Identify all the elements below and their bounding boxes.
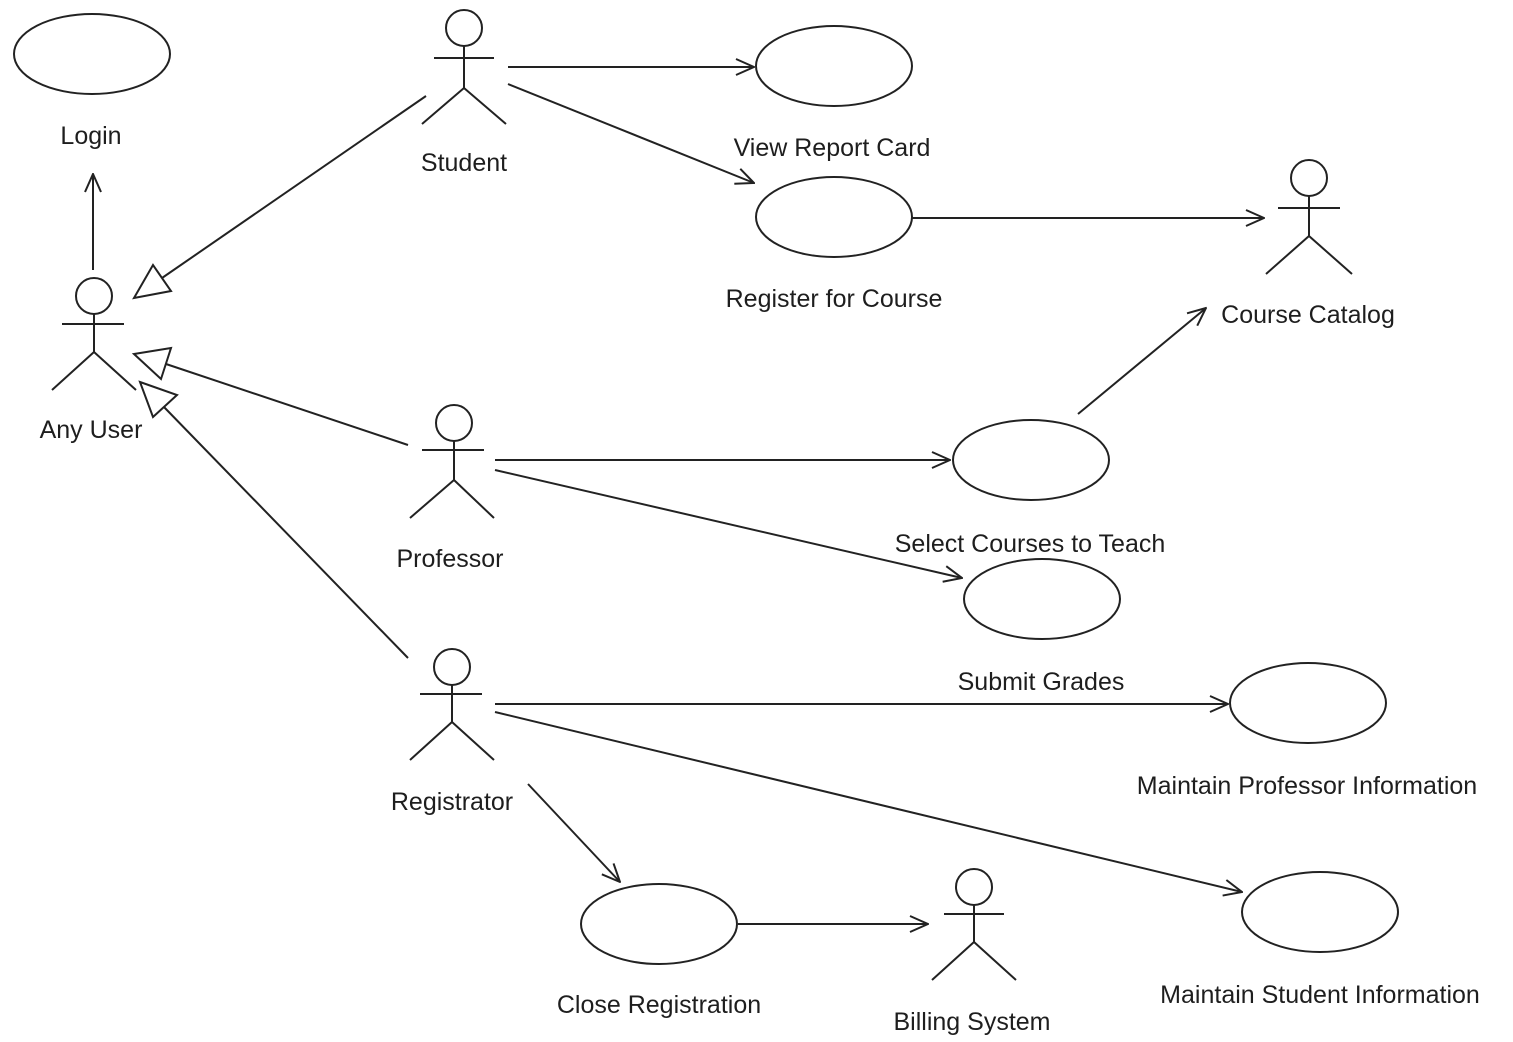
actor-label-course-catalog: Course Catalog: [1221, 301, 1395, 329]
actor-professor-figure[interactable]: [409, 404, 495, 519]
use-case-label-select-courses-to-teach: Select Courses to Teach: [894, 530, 1166, 558]
assoc-registrator-close-registration: [527, 783, 620, 882]
actor-label-student: Student: [420, 149, 508, 177]
use-case-label-register-for-course: Register for Course: [725, 285, 943, 313]
use-case-label-maintain-professor-information: Maintain Professor Information: [1136, 772, 1478, 800]
assoc-registrator-maintain-student: [494, 711, 1242, 892]
actor-label-registrator: Registrator: [390, 788, 514, 816]
use-case-select-courses-to-teach[interactable]: [952, 419, 1110, 501]
use-case-maintain-professor-information[interactable]: [1229, 662, 1387, 744]
use-case-label-submit-grades: Submit Grades: [957, 668, 1125, 696]
actor-any-user-figure[interactable]: [51, 277, 137, 391]
actor-label-professor: Professor: [396, 545, 504, 573]
use-case-maintain-student-information[interactable]: [1241, 871, 1399, 953]
use-case-label-close-registration: Close Registration: [556, 991, 762, 1019]
actor-registrator-figure[interactable]: [409, 648, 495, 761]
use-case-label-login: Login: [60, 122, 122, 150]
generalization-registrator-any-user: [138, 380, 409, 659]
actor-course-catalog-figure[interactable]: [1265, 159, 1353, 275]
generalization-professor-any-user: [131, 346, 409, 446]
actor-billing-system-figure[interactable]: [931, 868, 1017, 981]
actor-student-figure[interactable]: [421, 9, 507, 125]
use-case-register-for-course[interactable]: [755, 176, 913, 258]
assoc-select-courses-course-catalog: [1077, 308, 1206, 415]
use-case-submit-grades[interactable]: [963, 558, 1121, 640]
use-case-close-registration[interactable]: [580, 883, 738, 965]
use-case-label-view-report-card: View Report Card: [733, 134, 931, 162]
use-case-view-report-card[interactable]: [755, 25, 913, 107]
use-case-label-maintain-student-information: Maintain Student Information: [1160, 981, 1480, 1009]
actor-label-billing-system: Billing System: [893, 1008, 1051, 1036]
assoc-student-register-for-course: [507, 83, 754, 183]
actor-label-any-user: Any User: [39, 416, 143, 444]
use-case-login[interactable]: [13, 13, 171, 95]
generalization-student-any-user: [132, 95, 427, 300]
assoc-professor-submit-grades: [494, 469, 962, 578]
